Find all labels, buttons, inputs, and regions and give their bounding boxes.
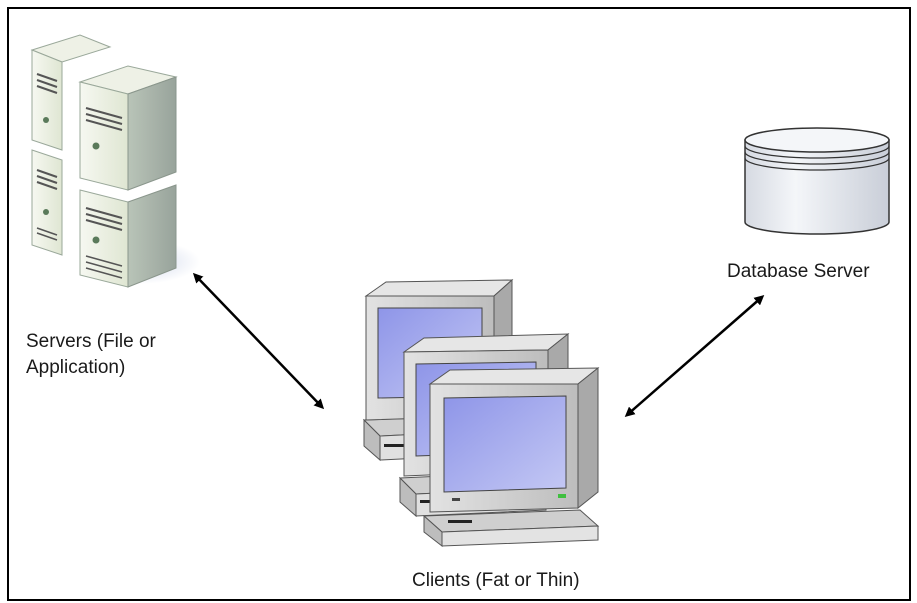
clients-label: Clients (Fat or Thin) <box>412 570 580 591</box>
database-cylinder-icon <box>744 127 890 235</box>
servers-label: Servers (File or Application) <box>26 329 156 381</box>
client-computer <box>422 366 600 548</box>
arrow-database-clients <box>624 295 765 417</box>
desktop-computer-icon <box>362 278 600 548</box>
server-unit <box>78 65 178 191</box>
server-unit <box>31 149 63 256</box>
server-unit <box>79 184 177 288</box>
arrow-servers-clients <box>192 272 325 410</box>
diagram-border <box>7 7 911 601</box>
server-unit <box>30 34 112 151</box>
database-label: Database Server <box>727 261 870 282</box>
servers-label-line2: Application) <box>26 357 126 378</box>
server-rack-icon <box>30 34 200 288</box>
servers-label-line1: Servers (File or <box>26 331 156 352</box>
